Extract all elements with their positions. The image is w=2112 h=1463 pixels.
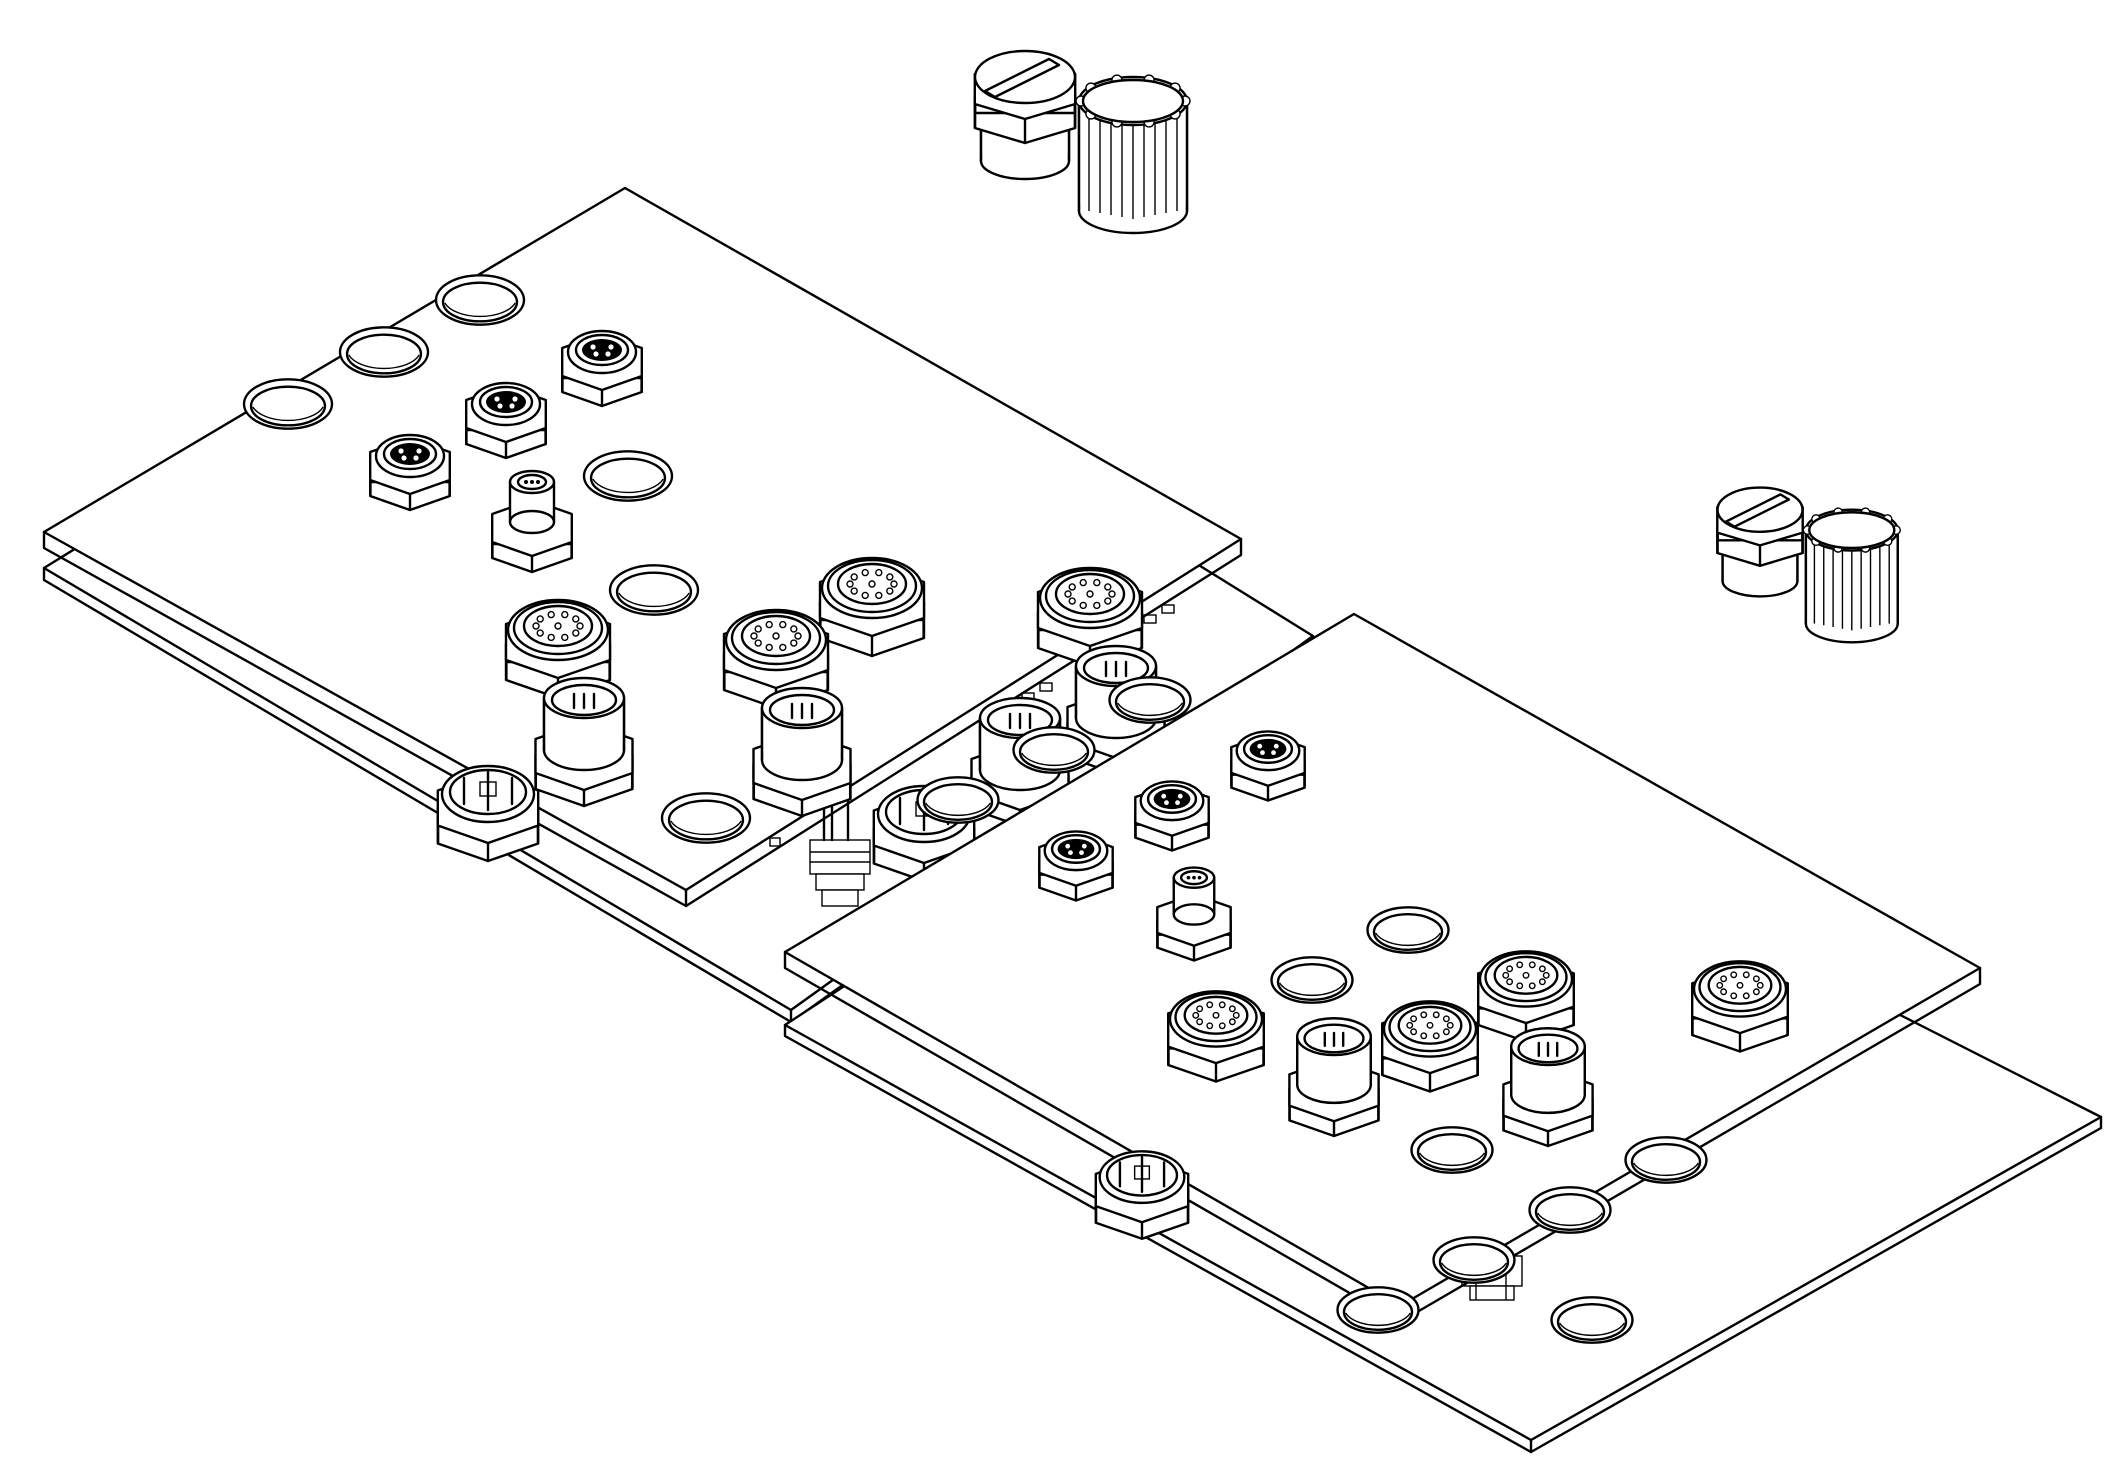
dust-caps — [973, 49, 1901, 644]
empty-mounting-hole — [1528, 1186, 1612, 1234]
empty-mounting-hole — [1012, 726, 1096, 774]
empty-mounting-hole — [434, 274, 526, 326]
empty-mounting-hole — [582, 450, 674, 502]
pin-stack-front — [809, 774, 871, 907]
small-clips — [769, 604, 1175, 847]
male-barrel-connector — [1502, 1027, 1594, 1148]
empty-mounting-hole — [1432, 1236, 1516, 1284]
power-open-connector — [1094, 1150, 1190, 1241]
empty-mounting-hole — [1366, 906, 1450, 954]
right-panel-items — [916, 676, 1790, 1344]
empty-mounting-hole — [660, 792, 752, 844]
male-barrel-connector — [534, 676, 634, 808]
m12-4pin-connector — [369, 433, 451, 512]
empty-mounting-hole — [1270, 956, 1354, 1004]
m8-male-connector — [491, 469, 573, 574]
empty-mounting-hole — [242, 378, 334, 430]
male-barrel-connector — [1288, 1017, 1380, 1138]
dust-cap-pair-top — [973, 49, 1191, 235]
m16-multipin-connector — [1476, 950, 1576, 1043]
m16-multipin-connector — [1690, 960, 1790, 1053]
m16-multipin-connector — [1380, 1000, 1480, 1093]
empty-mounting-hole — [1108, 676, 1192, 724]
dust-cap-pair-right — [1716, 486, 1901, 644]
male-barrel-connector — [752, 686, 852, 818]
empty-mounting-hole — [916, 776, 1000, 824]
empty-mounting-hole — [338, 326, 430, 378]
empty-mounting-hole — [608, 564, 700, 616]
empty-mounting-hole — [1410, 1126, 1494, 1174]
m16-multipin-connector — [1166, 990, 1266, 1083]
empty-mounting-hole — [1336, 1286, 1420, 1334]
empty-mounting-hole — [1624, 1136, 1708, 1184]
m12-4pin-connector — [465, 381, 547, 460]
m8-male-connector — [1156, 866, 1232, 962]
m12-4pin-connector — [1230, 730, 1306, 802]
m12-4pin-connector — [561, 329, 643, 408]
m16-multipin-connector — [818, 556, 926, 658]
left-standoff-pins — [769, 604, 1175, 907]
power-open-connector — [436, 764, 540, 863]
m12-4pin-connector — [1038, 830, 1114, 902]
empty-mounting-hole — [1550, 1296, 1634, 1344]
m12-4pin-connector — [1134, 780, 1210, 852]
